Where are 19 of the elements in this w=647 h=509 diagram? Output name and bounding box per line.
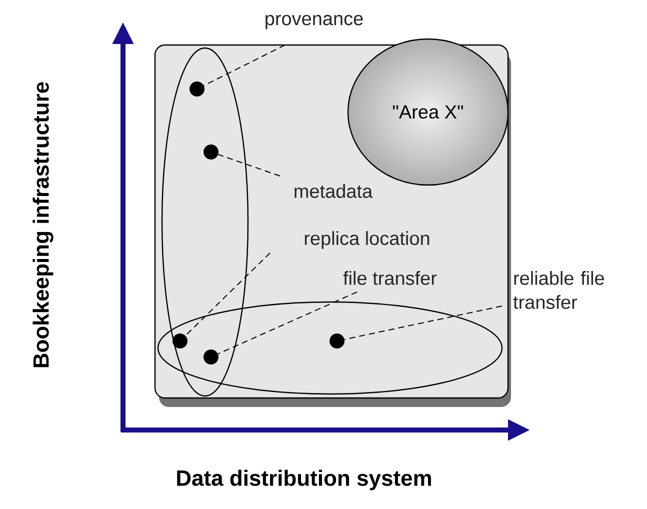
dot	[204, 350, 218, 364]
feature-label: metadata	[294, 184, 373, 198]
dot	[330, 334, 344, 348]
feature-label: file transfer	[343, 271, 437, 285]
feature-label: provenance	[266, 14, 363, 30]
leader-line	[185, 252, 270, 336]
leader-line	[203, 44, 286, 86]
axis-label: Data distribution system	[177, 470, 431, 490]
axis-label: Bookkeeping infrastructure	[32, 82, 54, 368]
group-ellipse	[161, 47, 249, 397]
leader-line	[218, 292, 358, 354]
dot	[204, 144, 218, 160]
dot	[172, 334, 188, 348]
dot	[190, 82, 204, 96]
group-ellipse	[157, 301, 503, 395]
leader-line	[218, 154, 280, 176]
feature-label: replica location	[304, 231, 430, 249]
leader-line	[344, 306, 502, 340]
feature-label: reliable file transfer	[513, 271, 604, 309]
